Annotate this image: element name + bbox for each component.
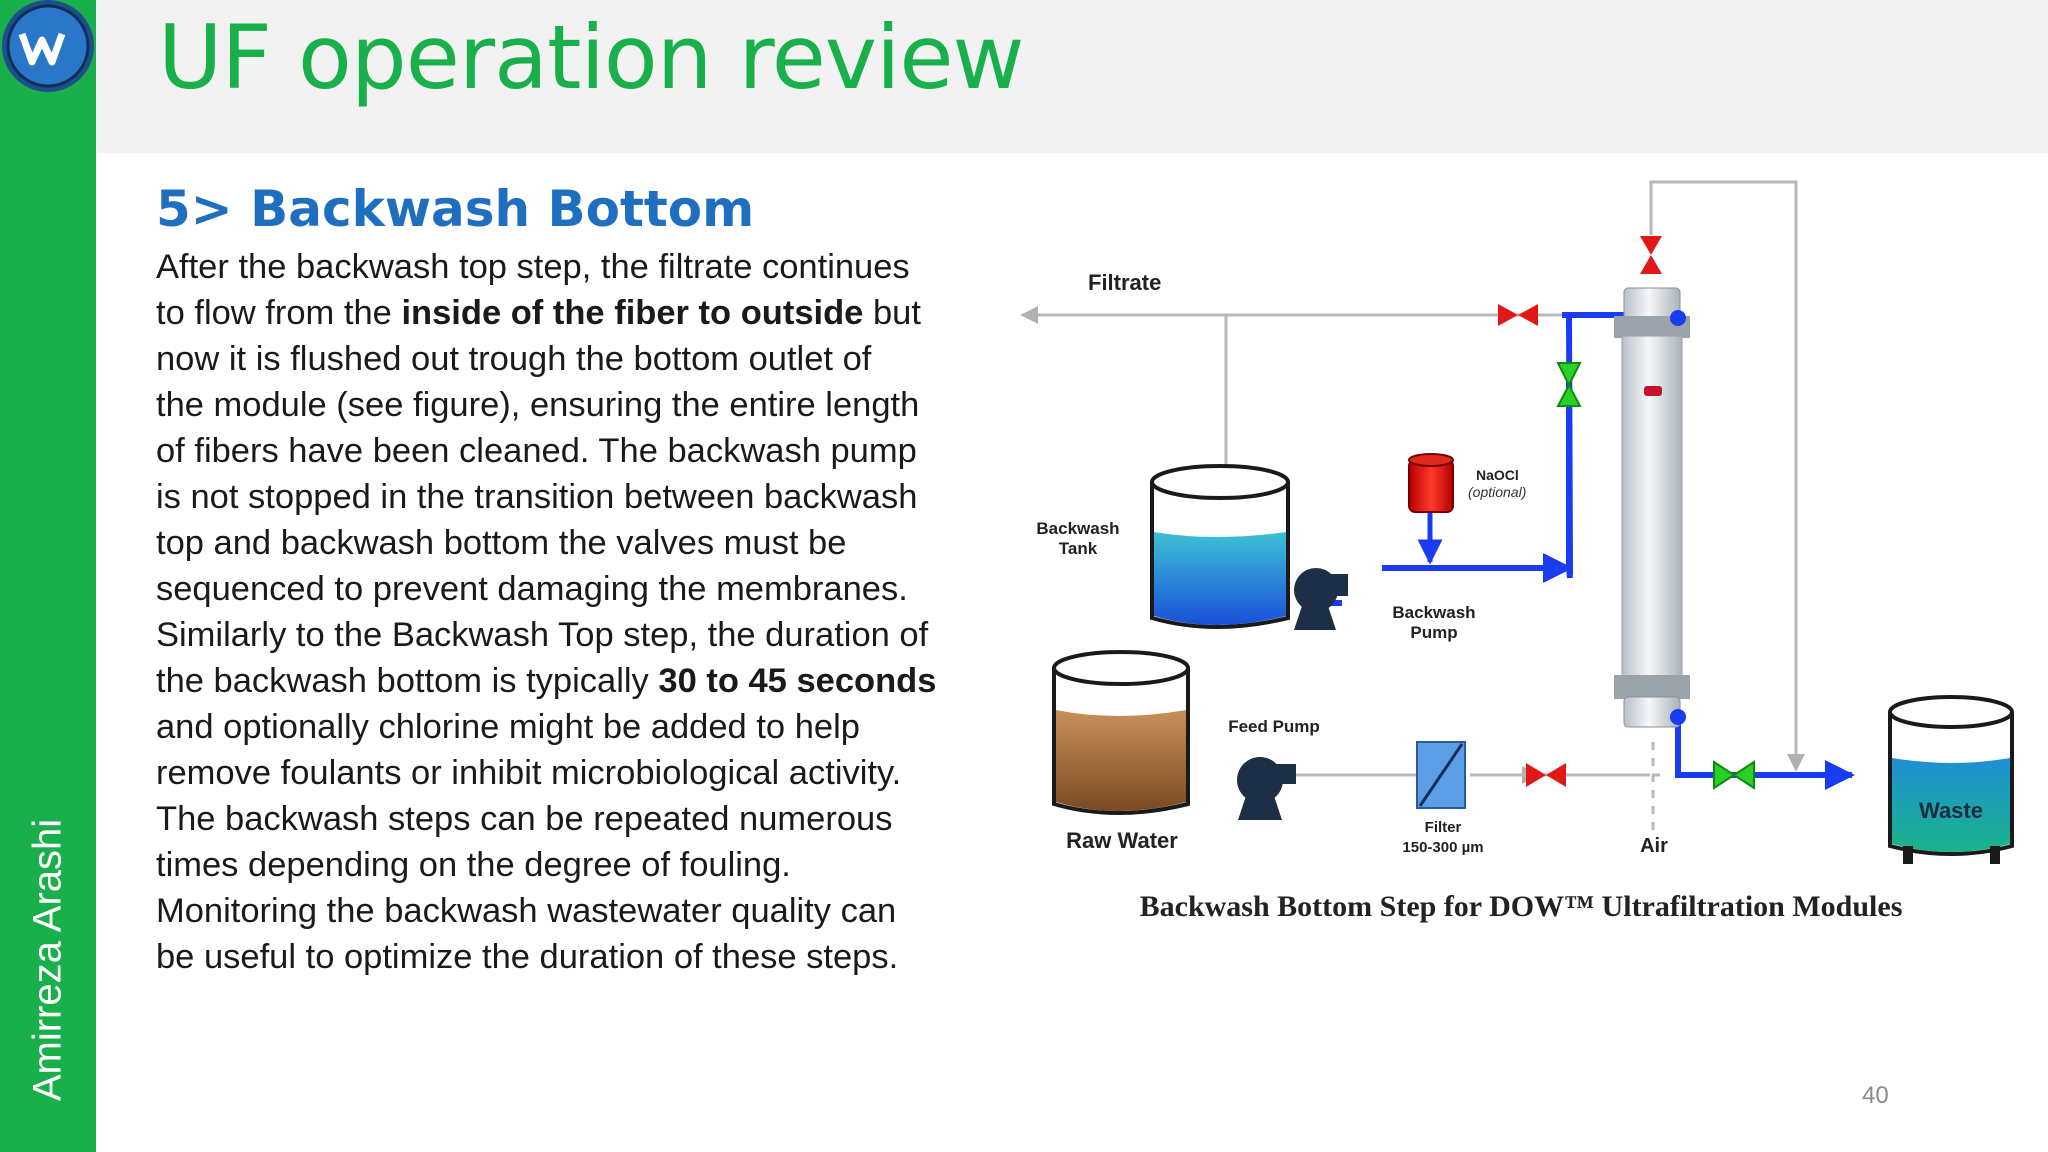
paragraph-line: Monitoring the backwash wastewater quali… xyxy=(156,888,956,934)
label-filtrate: Filtrate xyxy=(1088,270,1161,295)
label-backwash-pump-line2: Pump xyxy=(1410,623,1457,642)
label-filter-line1: Filter xyxy=(1425,819,1462,836)
emphasis-text: inside of the fiber to outside xyxy=(401,294,864,332)
text-segment: the module (see figure), ensuring the en… xyxy=(156,386,920,424)
text-segment: remove foulants or inhibit microbiologic… xyxy=(156,754,902,792)
logo xyxy=(0,0,96,96)
label-backwash-tank-line2: Tank xyxy=(1059,539,1098,558)
text-segment: be useful to optimize the duration of th… xyxy=(156,938,899,976)
paragraph-line: The backwash steps can be repeated numer… xyxy=(156,796,956,842)
text-segment: and optionally chlorine might be added t… xyxy=(156,708,860,746)
label-backwash-tank-line1: Backwash xyxy=(1036,519,1119,538)
text-segment: now it is flushed out trough the bottom … xyxy=(156,340,872,378)
text-segment: times depending on the degree of fouling… xyxy=(156,846,791,884)
label-naocl: NaOCl xyxy=(1476,467,1519,483)
page-number: 40 xyxy=(1862,1082,1889,1109)
page-title: UF operation review xyxy=(158,6,1025,109)
text-segment: is not stopped in the transition between… xyxy=(156,478,918,516)
text-segment: After the backwash top step, the filtrat… xyxy=(156,248,910,286)
body-paragraph: After the backwash top step, the filtrat… xyxy=(156,244,956,980)
paragraph-line: now it is flushed out trough the bottom … xyxy=(156,336,956,382)
paragraph-line: of fibers have been cleaned. The backwas… xyxy=(156,428,956,474)
emphasis-text: 30 to 45 seconds xyxy=(658,662,937,700)
paragraph-line: top and backwash bottom the valves must … xyxy=(156,520,956,566)
text-segment: sequenced to prevent damaging the membra… xyxy=(156,570,908,608)
paragraph-line: and optionally chlorine might be added t… xyxy=(156,704,956,750)
text-segment: but xyxy=(863,294,921,332)
paragraph-line: sequenced to prevent damaging the membra… xyxy=(156,566,956,612)
paragraph-line: the module (see figure), ensuring the en… xyxy=(156,382,956,428)
text-segment: The backwash steps can be repeated numer… xyxy=(156,800,893,838)
sidebar-band: Amirreza Arashi xyxy=(0,0,96,1152)
label-air: Air xyxy=(1640,835,1668,857)
backwash-diagram: Filtrate NaOCl (optional) Backwash Tank … xyxy=(1010,170,2040,950)
paragraph-line: times depending on the degree of fouling… xyxy=(156,842,956,888)
paragraph-line: the backwash bottom is typically 30 to 4… xyxy=(156,658,956,704)
text-segment: Monitoring the backwash wastewater quali… xyxy=(156,892,897,930)
paragraph-line: is not stopped in the transition between… xyxy=(156,474,956,520)
paragraph-line: Similarly to the Backwash Top step, the … xyxy=(156,612,956,658)
label-feed-pump: Feed Pump xyxy=(1228,717,1320,736)
title-bar: UF operation review xyxy=(96,0,2048,153)
label-backwash-pump-line1: Backwash xyxy=(1392,603,1475,622)
text-segment: of fibers have been cleaned. The backwas… xyxy=(156,432,917,470)
paragraph-line: remove foulants or inhibit microbiologic… xyxy=(156,750,956,796)
paragraph-line: to flow from the inside of the fiber to … xyxy=(156,290,956,336)
paragraph-line: After the backwash top step, the filtrat… xyxy=(156,244,956,290)
text-segment: to flow from the xyxy=(156,294,402,332)
text-segment: Similarly to the Backwash Top step, the … xyxy=(156,616,929,654)
paragraph-line: be useful to optimize the duration of th… xyxy=(156,934,956,980)
author-name: Amirreza Arashi xyxy=(25,818,70,1102)
label-filter-line2: 150-300 µm xyxy=(1402,839,1483,856)
section-heading: 5> Backwash Bottom xyxy=(156,180,755,238)
label-raw-water: Raw Water xyxy=(1066,828,1178,853)
diagram-caption: Backwash Bottom Step for DOW™ Ultrafiltr… xyxy=(1140,890,1903,923)
label-naocl-optional: (optional) xyxy=(1468,484,1526,500)
text-segment: top and backwash bottom the valves must … xyxy=(156,524,847,562)
label-waste: Waste xyxy=(1919,798,1983,823)
text-segment: the backwash bottom is typically xyxy=(156,662,659,700)
